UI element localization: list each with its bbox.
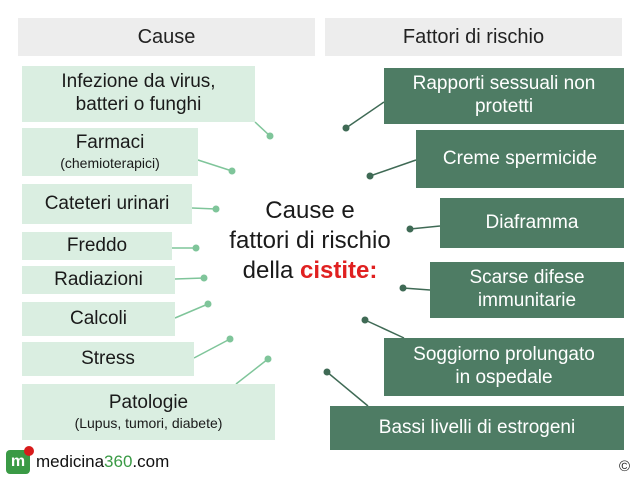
risk-connector-line <box>402 287 431 291</box>
risk-box-estrogen: Bassi livelli di estrogeni <box>330 406 624 450</box>
center-title: Cause e fattori di rischio della cistite… <box>198 196 422 286</box>
risk-connector-line <box>326 371 369 407</box>
risk-connector-line <box>345 101 385 129</box>
logo-mark-letter: m <box>10 453 26 470</box>
logo-text-a: medicina <box>36 452 105 471</box>
cause-connector-line <box>174 277 205 280</box>
logo-text-b: 360 <box>104 452 133 471</box>
risk-connector-dot <box>399 284 407 292</box>
cause-box-stress: Stress <box>22 342 194 376</box>
cause-label: Stress <box>81 347 135 369</box>
risk-connector-dot <box>342 124 350 132</box>
cause-connector-dot <box>204 300 212 308</box>
risk-label-line2: protetti <box>474 96 534 117</box>
logo-dot-icon <box>24 446 34 456</box>
risk-box-diaphragm: Diaframma <box>440 198 624 248</box>
risk-box-unprotected-sex: Rapporti sessuali non protetti <box>384 68 624 124</box>
cause-label: Farmaci <box>75 132 145 154</box>
risk-connector-line <box>364 319 405 339</box>
cause-label: Infezione da virus, <box>61 71 216 93</box>
center-title-line1: Cause e <box>265 197 355 224</box>
cause-connector-dot <box>226 335 234 343</box>
risk-connector-dot <box>323 368 331 376</box>
header-cause: Cause <box>18 18 315 56</box>
cause-label: Patologie <box>108 392 189 414</box>
risk-box-spermicide: Creme spermicide <box>416 130 624 188</box>
risk-connector-dot <box>366 172 374 180</box>
cause-connector-dot <box>266 132 274 140</box>
cause-connector-line <box>193 338 231 359</box>
cause-connector-line <box>191 207 217 210</box>
risk-box-immune: Scarse difese immunitarie <box>430 262 624 318</box>
risk-connector-dot <box>406 225 414 233</box>
cause-label: Cateteri urinari <box>44 192 170 214</box>
cause-connector-line <box>174 303 209 319</box>
cause-box-radiation: Radiazioni <box>22 266 175 294</box>
logo-mark-icon: m <box>6 446 34 474</box>
center-title-prefix: della <box>242 257 300 284</box>
cause-box-cold: Freddo <box>22 232 172 260</box>
copyright-symbol: © <box>619 458 631 475</box>
cause-box-infection: Infezione da virus, batteri o funghi <box>22 66 255 122</box>
risk-label-line2: immunitarie <box>477 290 577 311</box>
risk-label: Scarse difese <box>469 267 585 289</box>
cause-label: Freddo <box>66 234 128 256</box>
cause-label-line2: batteri o funghi <box>75 94 202 115</box>
center-title-line2: fattori di rischio <box>229 227 391 254</box>
cause-connector-line <box>197 159 233 172</box>
cause-box-drugs: Farmaci (chemioterapici) <box>22 128 198 176</box>
cause-connector-dot <box>228 167 236 175</box>
cause-connector-dot <box>192 244 200 252</box>
risk-connector-dot <box>361 316 369 324</box>
cause-connector-line <box>235 358 269 385</box>
risk-label: Creme spermicide <box>442 147 598 169</box>
risk-connector-line <box>409 225 441 230</box>
risk-label: Rapporti sessuali non <box>412 73 596 95</box>
cause-connector-dot <box>200 274 208 282</box>
cause-box-stones: Calcoli <box>22 302 175 336</box>
risk-connector-line <box>369 159 417 177</box>
cause-connector-dot <box>212 205 220 213</box>
risk-label: Soggiorno prolungato <box>413 344 595 366</box>
cause-connector-dot <box>264 355 272 363</box>
center-title-highlight: cistite: <box>300 257 378 284</box>
logo-text-c: .com <box>132 452 170 471</box>
header-risk-factors: Fattori di rischio <box>325 18 622 56</box>
cause-box-catheters: Cateteri urinari <box>22 184 192 224</box>
cause-label: Calcoli <box>69 307 128 329</box>
cause-box-pathologies: Patologie (Lupus, tumori, diabete) <box>22 384 275 440</box>
risk-label: Diaframma <box>485 211 579 233</box>
cause-label: Radiazioni <box>54 268 143 290</box>
cause-sublabel: (Lupus, tumori, diabete) <box>74 415 223 431</box>
risk-label: Bassi livelli di estrogeni <box>378 416 576 438</box>
risk-label-line2: in ospedale <box>455 367 553 388</box>
cause-sublabel: (chemioterapici) <box>60 155 160 171</box>
risk-box-hospital: Soggiorno prolungato in ospedale <box>384 338 624 396</box>
center-title-line3: della cistite: <box>198 256 422 286</box>
